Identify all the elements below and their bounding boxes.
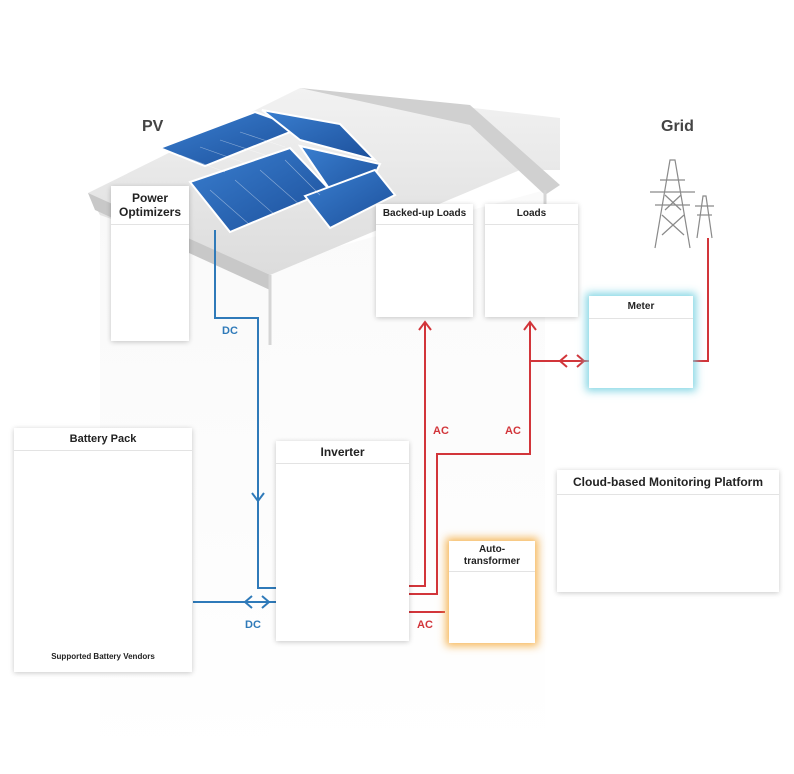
cloud-monitoring-card: Cloud-based Monitoring Platform — [557, 470, 779, 592]
backed-up-loads-card: Backed-up Loads — [376, 204, 473, 317]
loads-title: Loads — [485, 204, 578, 225]
power-optimizers-title: Power Optimizers — [111, 186, 189, 225]
grid-pylon-icon — [650, 159, 714, 249]
ac-backup-label: AC — [433, 425, 449, 437]
loads-card: Loads — [485, 204, 578, 317]
meter-card: Meter — [589, 296, 693, 388]
solar-panel — [297, 144, 397, 230]
backed-up-loads-title: Backed-up Loads — [376, 204, 473, 225]
autotransformer-card: Auto- transformer — [449, 541, 535, 643]
supported-vendors-text: Supported Battery Vendors — [51, 652, 155, 661]
autotransformer-title: Auto- transformer — [449, 541, 535, 572]
dc-connections — [193, 230, 283, 609]
inverter-card: Inverter — [276, 441, 409, 641]
grid-label: Grid — [661, 118, 694, 135]
power-optimizers-card: Power Optimizers — [111, 186, 189, 341]
battery-pack-title: Battery Pack — [14, 428, 192, 451]
inverter-title: Inverter — [276, 441, 409, 464]
ac-loads-label: AC — [505, 425, 521, 437]
solar-panel — [261, 109, 379, 162]
ac-autotransformer-label: AC — [417, 619, 433, 631]
cloud-monitoring-title: Cloud-based Monitoring Platform — [557, 470, 779, 495]
meter-title: Meter — [589, 296, 693, 319]
battery-pack-card: Battery Pack Supported Battery Vendors — [14, 428, 192, 672]
pv-label: PV — [142, 118, 164, 135]
dc-battery-label: DC — [245, 619, 261, 631]
solar-panel-array — [157, 109, 397, 234]
dc-pv-label: DC — [222, 325, 238, 337]
